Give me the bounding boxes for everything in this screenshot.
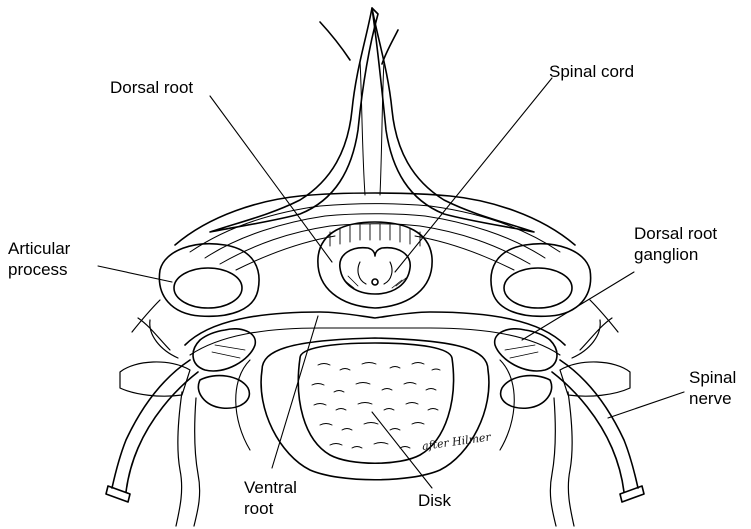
leader-ventral-root bbox=[272, 316, 318, 468]
leader-dorsal-root bbox=[210, 96, 332, 262]
leader-spinal-nerve bbox=[608, 392, 684, 418]
label-disk: Disk bbox=[418, 490, 451, 511]
right-spinal-nerve bbox=[550, 318, 644, 526]
label-dorsal-root: Dorsal root bbox=[110, 77, 193, 98]
left-spinal-nerve bbox=[106, 318, 200, 526]
transverse-processes bbox=[120, 362, 630, 408]
nerve-root-bands bbox=[185, 312, 565, 371]
label-dorsal-root-ganglion: Dorsal root ganglion bbox=[634, 223, 717, 265]
leader-dorsal-root-ganglion bbox=[522, 272, 634, 340]
label-spinal-cord: Spinal cord bbox=[549, 61, 634, 82]
spinal-cord-drawing bbox=[340, 248, 410, 294]
leader-spinal-cord bbox=[395, 78, 552, 272]
leader-lines bbox=[98, 78, 684, 488]
label-articular-process: Articular process bbox=[8, 238, 70, 280]
spinous-process bbox=[210, 8, 534, 232]
vertebral-arch bbox=[175, 193, 575, 270]
vertebral-body bbox=[236, 338, 515, 480]
spinal-canal bbox=[318, 222, 432, 308]
label-spinal-nerve: Spinal nerve bbox=[689, 367, 736, 409]
label-ventral-root: Ventral root bbox=[244, 477, 297, 519]
